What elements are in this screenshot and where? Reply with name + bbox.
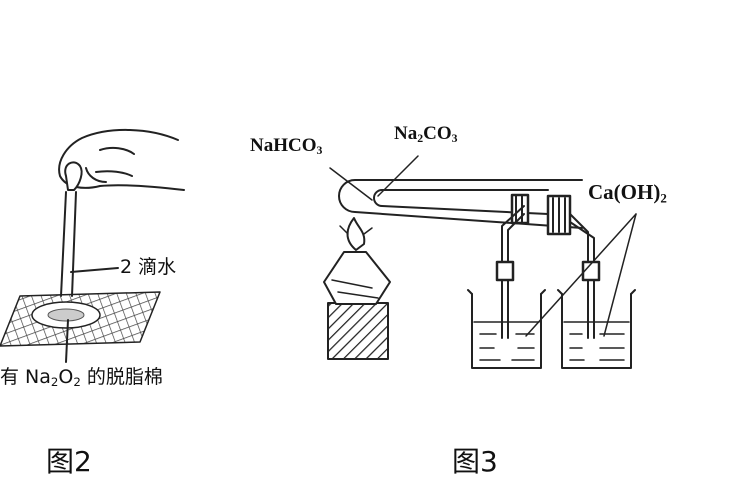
cotton-leader-line: [65, 319, 69, 363]
beaker-2: [557, 289, 636, 369]
hand-icon: [58, 128, 185, 191]
figure2-drawing: [0, 128, 185, 363]
delivery-tube-2: [569, 213, 589, 339]
heating-block: [327, 302, 389, 360]
inner-test-tube: [373, 189, 549, 215]
flame-icon: [346, 217, 366, 251]
figure2-caption: 图2: [46, 445, 92, 478]
cotton-label: 有 Na2O2 的脱脂棉: [0, 366, 163, 389]
caoh2-label: Ca(OH)2: [588, 180, 667, 206]
nahco3-leader-line: [329, 167, 373, 201]
figure3-drawing: [323, 155, 637, 369]
delivery-tube-1: [501, 205, 525, 339]
figure3-caption: 图3: [452, 445, 498, 478]
water-label: 2 滴水: [120, 256, 177, 278]
caoh2-leader-line-2: [603, 213, 637, 337]
nahco3-label: NaHCO3: [250, 135, 323, 157]
dropper-tube: [60, 191, 67, 297]
na2co3-label: Na2CO3: [394, 123, 458, 145]
caoh2-leader-line-1: [525, 213, 637, 337]
alcohol-lamp: [323, 251, 391, 305]
na2co3-leader-line: [377, 155, 419, 197]
water-leader-line: [70, 267, 119, 273]
outer-test-tube: [338, 179, 583, 229]
beaker-1: [467, 289, 546, 369]
dropper-bulb: [64, 161, 83, 191]
